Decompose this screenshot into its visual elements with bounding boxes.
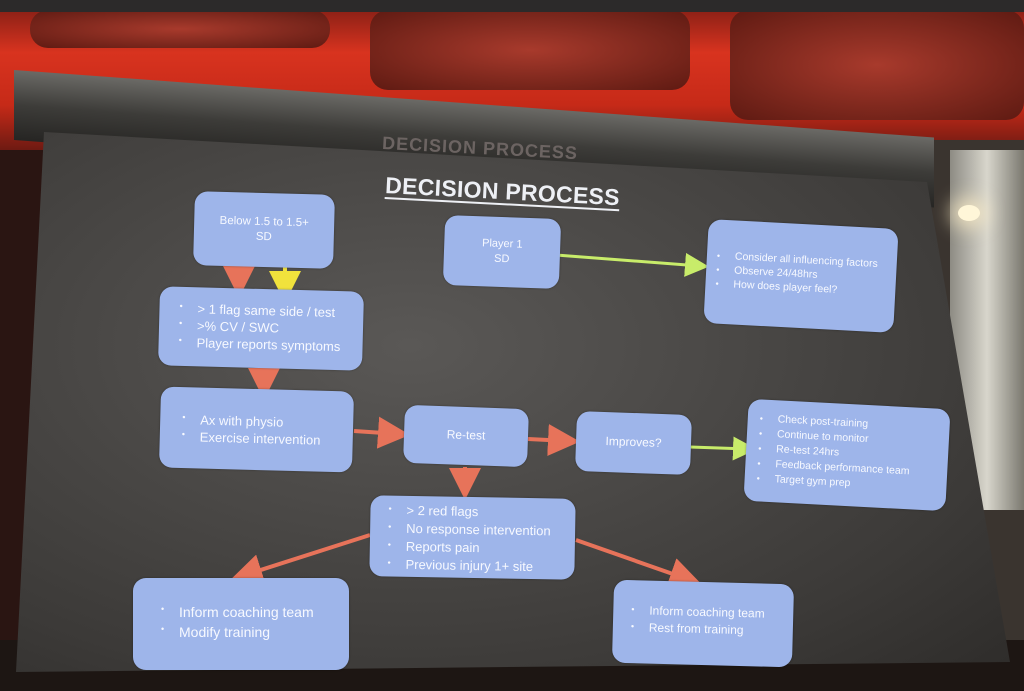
ceiling-panel (30, 10, 330, 48)
inform-right-item: Rest from training (649, 620, 793, 641)
box-flags: > 1 flag same side / test >% CV / SWC Pl… (158, 286, 364, 371)
ceiling-panel (730, 10, 1024, 120)
inform-left-item: Inform coaching team (161, 602, 349, 622)
box-check: Check post-training Continue to monitor … (743, 398, 951, 512)
box-player: Player 1 SD (442, 214, 562, 290)
redflags-item: Previous injury 1+ site (405, 556, 574, 577)
ax-item: Exercise intervention (200, 429, 353, 450)
box-ax-physio: Ax with physio Exercise intervention (158, 386, 355, 473)
inform-left-item: Modify training (161, 622, 349, 642)
box-improves: Improves? (574, 411, 693, 475)
box-player-text: Player 1 SD (481, 237, 523, 266)
box-red-flags: > 2 red flags No response intervention R… (369, 495, 576, 580)
pole-light (958, 205, 980, 221)
box-inform-left: Inform coaching team Modify training (133, 578, 349, 670)
top-beam (0, 0, 1024, 12)
box-inform-right: Inform coaching team Rest from training (611, 579, 795, 668)
box-retest-text: Re-test (446, 427, 486, 443)
box-below-sd-text: Below 1.5 to 1.5+ SD (219, 214, 309, 244)
box-consider: Consider all influencing factors Observe… (703, 219, 899, 333)
box-retest: Re-test (403, 404, 529, 468)
box-improves-text: Improves? (605, 434, 662, 451)
flags-item: Player reports symptoms (196, 335, 362, 356)
ceiling-panel (370, 10, 690, 90)
box-below-sd: Below 1.5 to 1.5+ SD (193, 191, 335, 269)
